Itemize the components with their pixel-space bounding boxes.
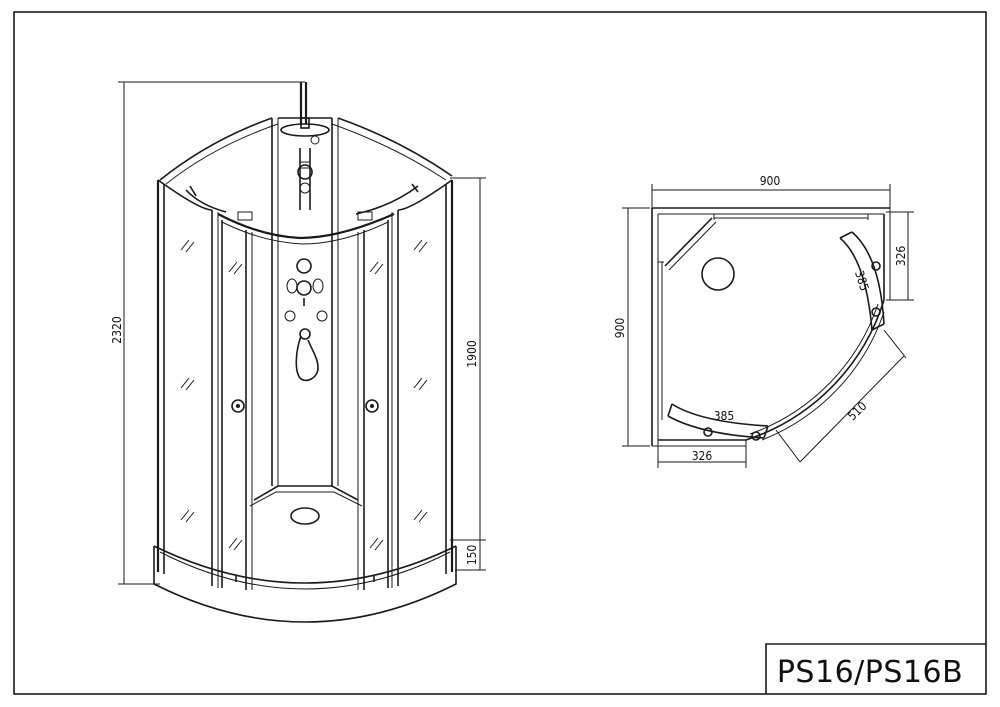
- dimension-side-panel-bottom-label: 326: [692, 449, 713, 463]
- rear-corner-panel: [664, 217, 735, 291]
- left-sliding-door: [217, 212, 395, 590]
- shower-tray-floor: [249, 485, 363, 525]
- dimension-total-height: 2320: [110, 81, 305, 585]
- shower-control-column: [284, 148, 328, 382]
- shower-hose: [295, 335, 319, 382]
- dimension-door-opening: 510: [775, 329, 907, 463]
- rain-shower-head: [280, 123, 330, 137]
- dimension-depth-label: 900: [613, 318, 627, 339]
- plan-outline: [651, 207, 891, 447]
- handshower-holder: [297, 164, 313, 180]
- drain-icon: [701, 257, 735, 291]
- dimension-tray-height: 150: [455, 540, 486, 571]
- dimension-total-height-label: 2320: [110, 316, 124, 344]
- diverter-knob: [296, 280, 312, 296]
- model-number: PS16/PS16B: [777, 655, 963, 690]
- dimension-side-panel-right: 326: [886, 211, 914, 301]
- dimension-width-label: 900: [760, 174, 781, 188]
- door-arc-right-label: 385: [852, 269, 872, 293]
- back-wall: [159, 117, 453, 486]
- drawing-border: [13, 11, 987, 695]
- drain-icon: [290, 507, 320, 525]
- dimension-glass-height: 1900: [450, 177, 486, 541]
- shower-tray-base: [153, 545, 457, 623]
- body-jet-right: [316, 310, 328, 322]
- plan-right-door-leaf: 385: [839, 231, 885, 331]
- dimension-width: 900: [651, 174, 891, 210]
- right-door-handle: [365, 399, 379, 413]
- front-view: 2320 1900 150: [110, 81, 486, 623]
- dimension-side-panel-right-label: 326: [894, 246, 908, 267]
- dimension-depth: 900: [613, 207, 650, 447]
- dimension-glass-height-label: 1900: [465, 340, 479, 368]
- door-opening-label: 510: [845, 399, 870, 423]
- right-sliding-door: [357, 220, 389, 590]
- left-fixed-panel: [156, 179, 219, 588]
- plan-bottom-door-leaf: 385: [667, 403, 769, 441]
- mixer-knob: [296, 258, 312, 274]
- dimension-tray-height-label: 150: [465, 545, 479, 566]
- door-arc-bottom-label: 385: [714, 409, 735, 423]
- title-block: PS16/PS16B: [765, 643, 986, 694]
- dimension-side-panel-bottom: 326: [657, 440, 747, 468]
- plan-view: 900 900 326 326: [613, 174, 914, 468]
- shower-head-pipe: [280, 82, 330, 145]
- right-fixed-panel: [391, 179, 454, 588]
- left-door-handle: [231, 399, 245, 413]
- plan-curved-doors: [745, 299, 885, 441]
- body-jet-left: [284, 310, 296, 322]
